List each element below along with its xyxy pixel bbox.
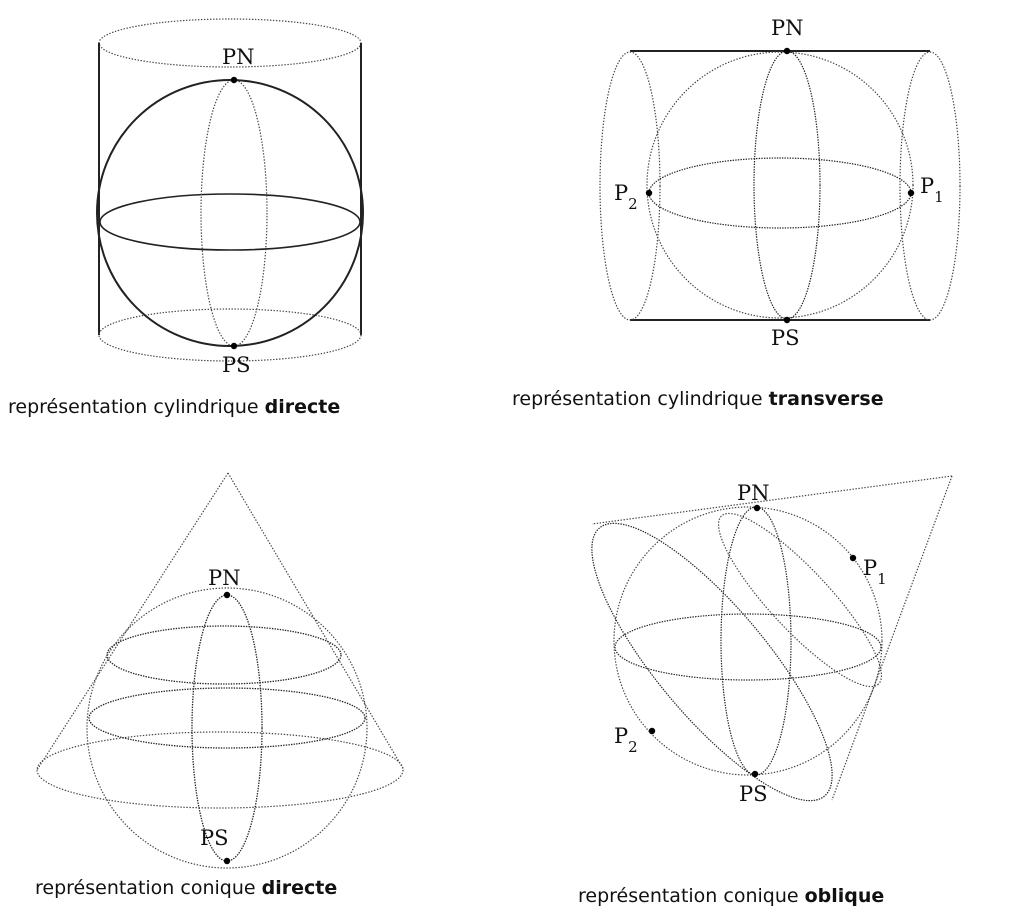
meridian [753, 50, 821, 320]
cone-left-edge [36, 472, 229, 771]
north-pole-label: PN [737, 481, 770, 505]
caption-bold: transverse [768, 388, 884, 410]
p1-point [849, 554, 857, 562]
north-pole-label: PN [222, 45, 255, 69]
p2-point [648, 727, 656, 735]
caption-text: représentation conique [35, 877, 262, 899]
tangent-circle [717, 512, 883, 688]
caption-conical-direct: représentation conique directe [35, 877, 337, 899]
meridian [720, 506, 792, 776]
p2-point [645, 189, 653, 197]
p1-label: P1 [920, 174, 944, 206]
caption-bold: directe [264, 396, 341, 418]
cone-upper-edge [591, 475, 953, 525]
north-pole-label: PN [208, 566, 241, 590]
cylinder-left-ellipse [599, 51, 661, 321]
equator [88, 687, 366, 749]
north-pole-point [783, 47, 791, 55]
cylinder-right-ellipse [899, 51, 961, 321]
north-pole-point [223, 591, 231, 599]
caption-text: représentation conique [578, 885, 805, 907]
p1-point [907, 189, 915, 197]
globe-outline [96, 79, 364, 347]
meridian [191, 594, 263, 862]
caption-conical-oblique: représentation conique oblique [578, 885, 884, 907]
equator [648, 157, 912, 229]
panel-conical-direct: PN PS [36, 472, 405, 869]
south-pole-point [223, 857, 231, 865]
caption-cylindrical-direct: représentation cylindrique directe [8, 396, 340, 418]
caption-cylindrical-transverse: représentation cylindrique transverse [512, 388, 884, 410]
p2-label: P2 [614, 181, 638, 213]
south-pole-point [783, 316, 791, 324]
panel-cylindrical-transverse: PN PS P2 P1 [599, 16, 961, 350]
globe-outline [613, 506, 883, 776]
cone-lower-edge [831, 475, 953, 801]
panel-conical-oblique: PN PS P1 P2 [591, 475, 953, 806]
north-pole-point [753, 504, 761, 512]
meridian [200, 79, 268, 347]
south-pole-point [751, 770, 759, 778]
caption-text: représentation cylindrique [8, 396, 265, 418]
globe-outline [86, 587, 368, 869]
south-pole-label: PS [739, 782, 768, 806]
caption-bold: oblique [804, 885, 885, 907]
south-pole-label: PS [222, 353, 251, 377]
parallel-circle [106, 625, 342, 685]
p1-label: P1 [863, 556, 887, 588]
caption-bold: directe [261, 877, 338, 899]
cone-base-ellipse [36, 731, 404, 809]
p2-label: P2 [614, 724, 638, 756]
equator [614, 613, 882, 681]
caption-text: représentation cylindrique [512, 388, 769, 410]
equator [99, 193, 361, 251]
cone-base-ellipse [591, 522, 833, 802]
north-pole-label: PN [771, 16, 804, 40]
south-pole-point [230, 342, 238, 350]
south-pole-label: PS [771, 326, 800, 350]
globe-outline [646, 51, 914, 319]
panel-cylindrical-direct: PN PS [96, 18, 364, 377]
south-pole-label: PS [200, 826, 229, 850]
cylinder-bottom-ellipse [98, 308, 362, 362]
cone-right-edge [227, 472, 405, 771]
north-pole-point [230, 76, 238, 84]
